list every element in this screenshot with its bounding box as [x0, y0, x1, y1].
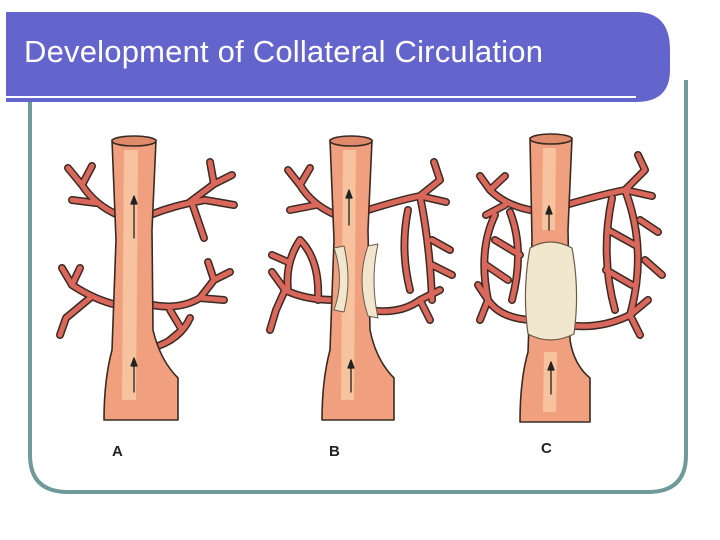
panel-label-a: A [112, 443, 123, 460]
slide-title: Development of Collateral Circulation [24, 34, 544, 69]
title-banner [6, 12, 670, 102]
vessel-diagram-a [56, 135, 238, 421]
vessel-diagram-b [266, 135, 456, 421]
slide-frame [28, 80, 688, 494]
vessel-diagram-c [474, 133, 666, 423]
panel-label-c: C [541, 440, 552, 457]
panel-label-b: B [329, 443, 340, 460]
